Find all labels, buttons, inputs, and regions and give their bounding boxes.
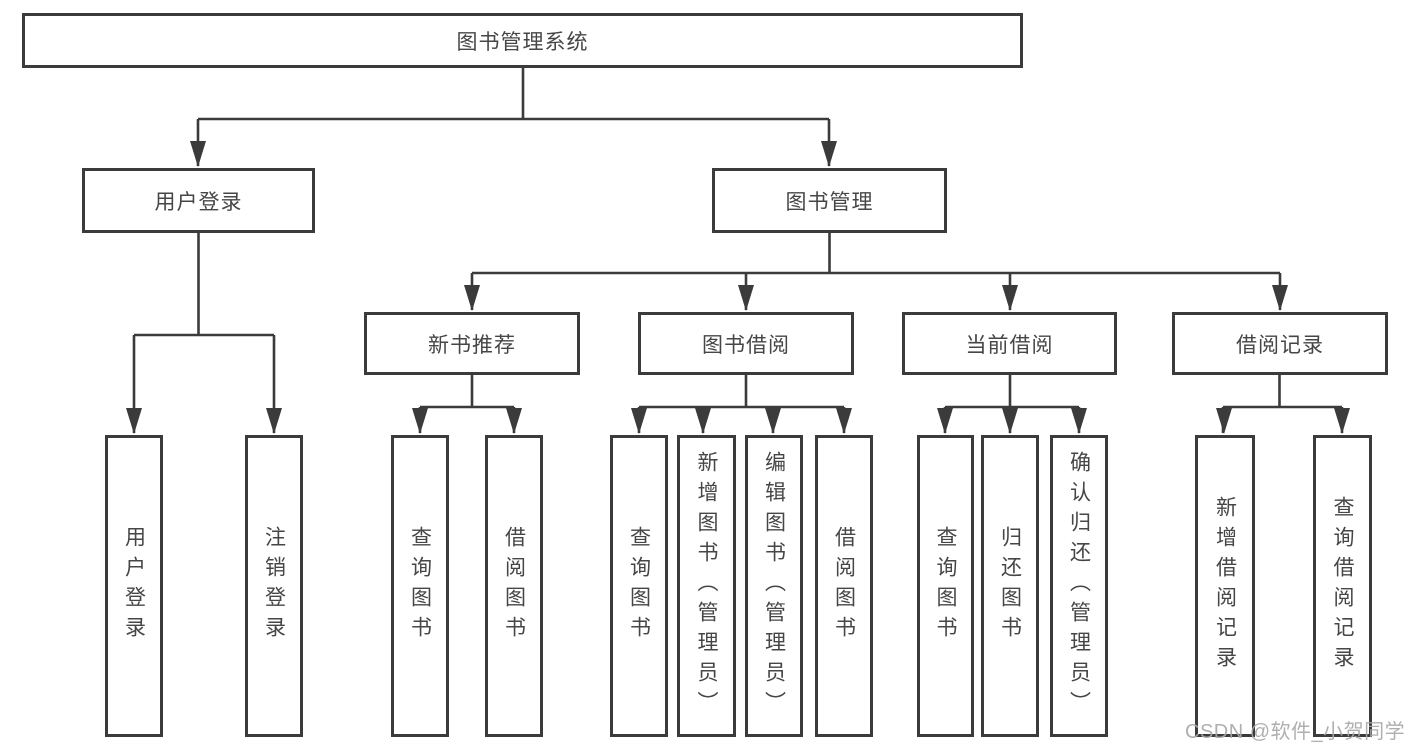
leaf-records-query-record: 查询借阅记录: [1313, 435, 1372, 737]
leaf-current-return-books: 归还图书: [981, 435, 1039, 737]
node-root-system: 图书管理系统: [22, 13, 1023, 68]
node-label: 用户登录: [154, 190, 243, 214]
leaf-label: 新增图书（管理员）: [695, 451, 718, 721]
node-book-management-module: 图书管理: [712, 168, 947, 233]
leaf-label: 新增借阅记录: [1213, 496, 1237, 676]
leaf-user-login: 用户登录: [105, 435, 163, 737]
leaf-borrowing-add-books-admin: 新增图书（管理员）: [677, 435, 736, 737]
leaf-current-confirm-return-admin: 确认归还（管理员）: [1050, 435, 1108, 737]
leaf-borrowing-query-books: 查询图书: [610, 435, 668, 737]
leaf-label: 查询图书: [934, 526, 957, 646]
leaf-label: 借阅图书: [832, 526, 856, 646]
node-user-login-module: 用户登录: [82, 168, 315, 233]
leaf-current-query-books: 查询图书: [917, 435, 974, 737]
node-new-book-recommendation: 新书推荐: [364, 312, 580, 375]
leaf-label: 注销登录: [262, 526, 286, 646]
leaf-logout: 注销登录: [245, 435, 303, 737]
node-current-borrowing: 当前借阅: [902, 312, 1117, 375]
node-label: 图书管理: [785, 190, 874, 214]
leaf-newbook-borrow-books: 借阅图书: [485, 435, 543, 737]
node-label: 图书管理系统: [456, 30, 589, 54]
leaf-borrowing-edit-books-admin: 编辑图书（管理员）: [745, 435, 803, 737]
leaf-label: 查询图书: [408, 526, 432, 646]
leaf-borrowing-borrow-books: 借阅图书: [815, 435, 873, 737]
leaf-label: 查询借阅记录: [1331, 496, 1354, 676]
leaf-label: 用户登录: [122, 526, 146, 646]
node-borrowing-records: 借阅记录: [1172, 312, 1388, 375]
leaf-records-add-record: 新增借阅记录: [1195, 435, 1255, 737]
leaf-label: 归还图书: [998, 526, 1022, 646]
node-label: 当前借阅: [965, 333, 1054, 357]
leaf-label: 查询图书: [627, 526, 651, 646]
leaf-label: 确认归还（管理员）: [1067, 451, 1091, 721]
connector-stems: [132, 68, 1344, 433]
leaf-label: 借阅图书: [502, 526, 526, 646]
node-book-borrowing: 图书借阅: [638, 312, 854, 375]
node-label: 图书借阅: [702, 333, 790, 357]
csdn-watermark: CSDN @软件_小贺同学: [1185, 721, 1405, 743]
node-label: 借阅记录: [1236, 333, 1324, 357]
leaf-newbook-query-books: 查询图书: [391, 435, 449, 737]
node-label: 新书推荐: [428, 333, 516, 357]
leaf-label: 编辑图书（管理员）: [762, 451, 786, 721]
